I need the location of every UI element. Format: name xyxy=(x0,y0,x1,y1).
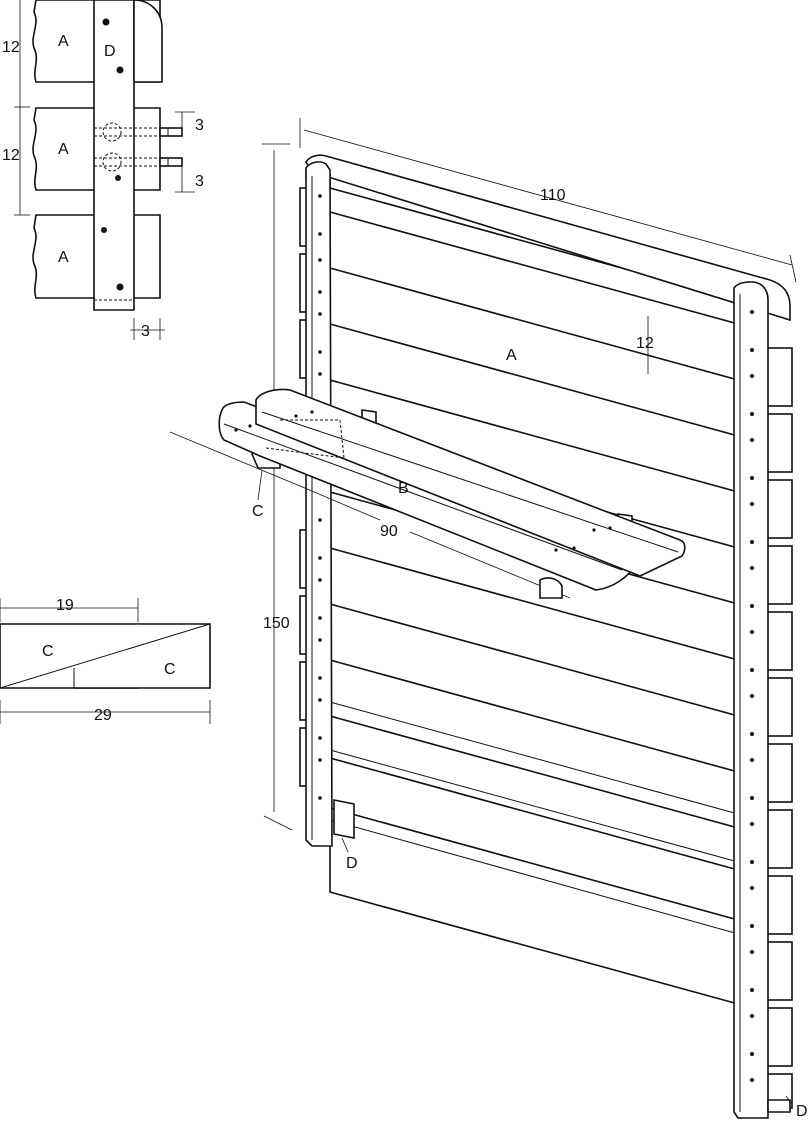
dim-shelf-length: 90 xyxy=(380,523,398,540)
dim-panel-height: 150 xyxy=(263,615,290,632)
left-end-blocks xyxy=(299,187,309,787)
dim-panel-width: 110 xyxy=(540,187,566,204)
bracket-label-c2: C xyxy=(164,661,176,678)
shelf xyxy=(169,388,686,599)
left-post xyxy=(305,161,333,847)
bracket-label-c1: C xyxy=(42,643,54,660)
detail-label-a3: A xyxy=(58,249,69,266)
label-shelf: B xyxy=(398,480,409,497)
detail-label-a1: A xyxy=(58,33,69,50)
label-post-right: D xyxy=(796,1103,808,1120)
detail-dim-3-c: 3 xyxy=(141,323,150,340)
detail-dim-12-top: 12 xyxy=(2,39,20,56)
label-post-left: D xyxy=(346,855,358,872)
detail-post xyxy=(93,0,183,340)
bracket-detail: 19 C C 29 xyxy=(0,597,211,724)
detail-dim-3-a: 3 xyxy=(195,117,204,134)
slat-joint-detail: 12 12 A A A D 3 3 3 xyxy=(2,0,204,340)
bracket-dim-19: 19 xyxy=(56,597,74,614)
slat-group xyxy=(329,170,761,1012)
dim-slat-height: 12 xyxy=(636,335,654,352)
right-post xyxy=(733,281,769,1119)
detail-dim-3-b: 3 xyxy=(195,173,204,190)
label-slat: A xyxy=(506,347,517,364)
bracket-dim-29: 29 xyxy=(94,707,112,724)
detail-dim-12-mid: 12 xyxy=(2,147,20,164)
detail-label-d: D xyxy=(104,43,116,60)
label-bracket: C xyxy=(252,503,264,520)
detail-label-a2: A xyxy=(58,141,69,158)
right-end-blocks xyxy=(765,347,793,1109)
main-panel: 110 12 A B C 90 150 D D xyxy=(169,118,808,1120)
